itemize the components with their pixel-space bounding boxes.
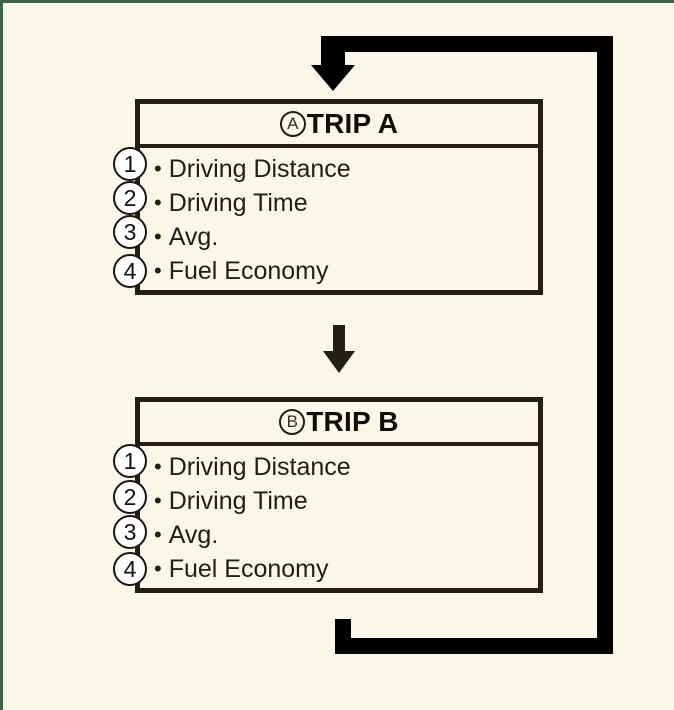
trip-b-header: B TRIP B: [140, 402, 538, 446]
bullet-icon: •: [154, 156, 162, 181]
trip-a-title: TRIP A: [306, 108, 399, 139]
trip-a-header: A TRIP A: [140, 104, 538, 148]
list-item-label: Driving Distance: [168, 154, 351, 183]
list-item: • Driving Distance: [140, 152, 538, 186]
loop-arrow-start-stub: [335, 619, 351, 641]
list-item: • Avg.: [140, 220, 538, 254]
callout-number-2: 2: [113, 181, 147, 215]
list-item: • Fuel Economy: [140, 254, 538, 288]
callout-number-4: 4: [113, 254, 147, 288]
badge-b-icon: B: [279, 409, 306, 435]
list-item-label: Driving Time: [168, 188, 308, 217]
trip-b-card: B TRIP B • Driving Distance • Driving Ti…: [135, 397, 543, 593]
loop-arrow-bottom-segment: [335, 638, 613, 654]
bullet-icon: •: [154, 454, 162, 479]
callout-number-4: 4: [113, 552, 147, 586]
list-item: • Driving Distance: [140, 450, 538, 484]
trip-b-item-list: • Driving Distance • Driving Time • Avg.…: [140, 446, 538, 586]
trip-b-title: TRIP B: [306, 406, 399, 437]
callout-number-1: 1: [113, 444, 147, 478]
list-item-label: Avg.: [168, 520, 219, 549]
list-item: • Fuel Economy: [140, 552, 538, 586]
loop-arrow-right-segment: [597, 36, 613, 654]
callout-number-3: 3: [113, 215, 147, 249]
flow-arrow-down-icon: [323, 351, 355, 373]
callout-number-3: 3: [113, 515, 147, 549]
loop-arrowhead-icon: [311, 65, 355, 91]
list-item: • Driving Time: [140, 484, 538, 518]
list-item-label: Avg.: [168, 222, 219, 251]
bullet-icon: •: [154, 556, 162, 581]
flow-arrow-shaft: [333, 325, 345, 355]
list-item-label: Fuel Economy: [168, 256, 329, 285]
loop-arrow-drop-segment: [321, 36, 345, 68]
loop-arrow-top-segment: [321, 36, 609, 52]
list-item-label: Driving Distance: [168, 452, 351, 481]
callout-number-1: 1: [113, 147, 147, 181]
list-item: • Avg.: [140, 518, 538, 552]
callout-number-2: 2: [113, 480, 147, 514]
list-item: • Driving Time: [140, 186, 538, 220]
list-item-label: Driving Time: [168, 486, 308, 515]
list-item-label: Fuel Economy: [168, 554, 329, 583]
bullet-icon: •: [154, 190, 162, 215]
badge-a-icon: A: [279, 111, 306, 137]
bullet-icon: •: [154, 488, 162, 513]
trip-a-card: A TRIP A • Driving Distance • Driving Ti…: [135, 99, 543, 295]
bullet-icon: •: [154, 224, 162, 249]
trip-a-item-list: • Driving Distance • Driving Time • Avg.…: [140, 148, 538, 288]
bullet-icon: •: [154, 258, 162, 283]
bullet-icon: •: [154, 522, 162, 547]
